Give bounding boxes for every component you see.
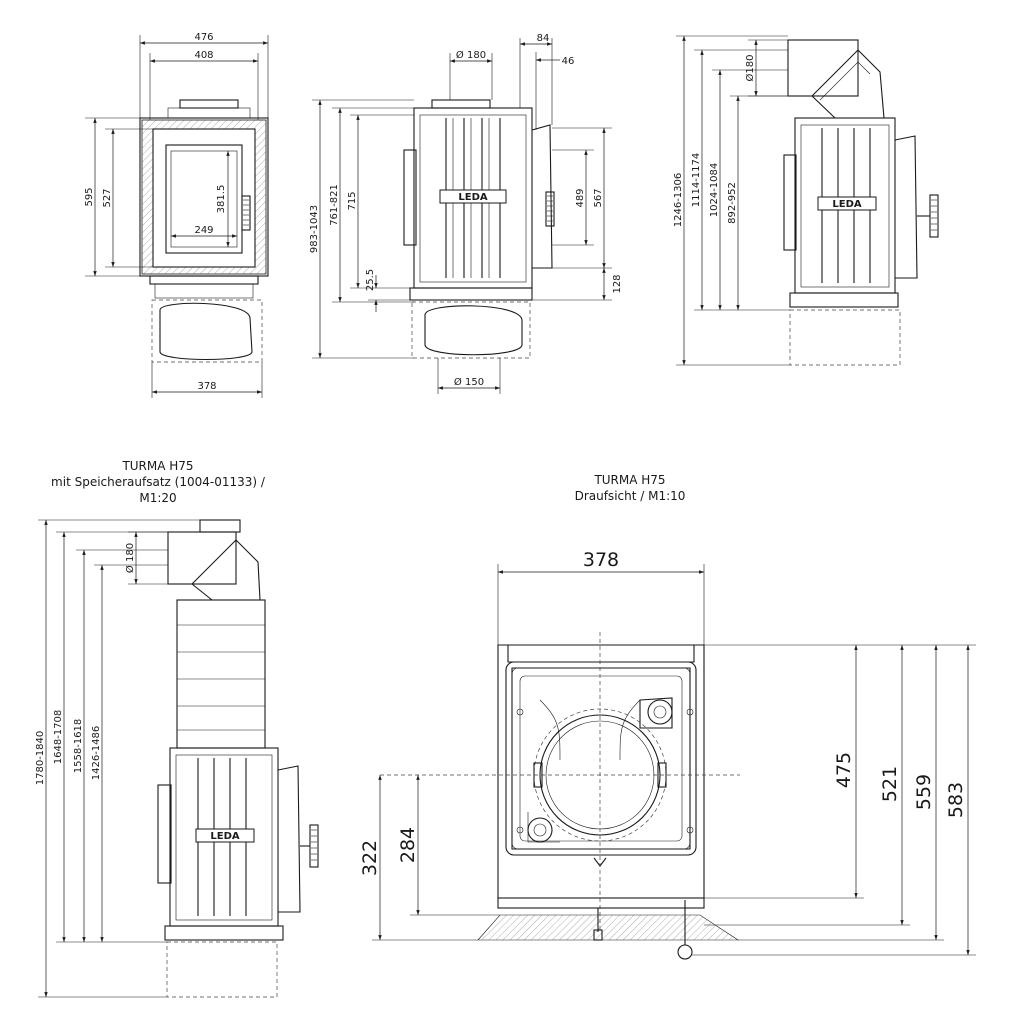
dim-base-width: 378 bbox=[197, 381, 216, 392]
dim-body-height: 715 bbox=[347, 191, 358, 210]
dim-pipe-diameter: Ø180 bbox=[744, 55, 756, 82]
dim-offset-84: 84 bbox=[537, 33, 550, 44]
logo-leda-3: LEDA bbox=[210, 831, 240, 842]
dim-h3: 1024-1084 bbox=[709, 163, 720, 218]
logo-leda-2: LEDA bbox=[832, 199, 862, 210]
storage-attachment-view: TURMA H75 mit Speicheraufsatz (1004-0113… bbox=[35, 459, 319, 998]
dim-glass-width: 249 bbox=[194, 225, 213, 236]
dim-glass-height: 381.5 bbox=[216, 185, 227, 214]
dim-inner-height: 527 bbox=[102, 188, 113, 207]
dim-h2-storage: 1648-1708 bbox=[53, 710, 64, 765]
view5-title-line1: TURMA H75 bbox=[593, 473, 665, 487]
side-view-elbow: LEDA Ø180 1246-1306 1114-1174 1024-1084 … bbox=[673, 35, 939, 366]
dim-inner-width: 408 bbox=[194, 50, 213, 61]
view5-title-line2: Draufsicht / M1:10 bbox=[575, 489, 686, 503]
dim-low-height: 128 bbox=[612, 274, 623, 293]
dim-depth-559: 559 bbox=[913, 774, 935, 810]
dim-h1-storage: 1780-1840 bbox=[35, 731, 46, 786]
dim-outer-width: 476 bbox=[194, 32, 213, 43]
dim-door-height: 489 bbox=[575, 188, 586, 207]
logo-leda: LEDA bbox=[458, 192, 488, 203]
dim-h3-storage: 1558-1618 bbox=[73, 719, 84, 774]
dim-top-diameter: Ø 180 bbox=[456, 49, 486, 61]
dim-bottom-diameter: Ø 150 bbox=[454, 376, 484, 388]
dim-h4: 892-952 bbox=[727, 182, 738, 224]
dim-top-width: 378 bbox=[583, 549, 619, 571]
view4-title-line3: M1:20 bbox=[139, 491, 176, 505]
view4-title-line1: TURMA H75 bbox=[121, 459, 193, 473]
dim-center-284: 284 bbox=[397, 827, 419, 863]
dim-pipe-diameter-2: Ø 180 bbox=[124, 543, 136, 573]
dim-center-322: 322 bbox=[359, 840, 381, 876]
dim-depth-475: 475 bbox=[833, 752, 855, 788]
dim-depth-583: 583 bbox=[945, 782, 967, 818]
dim-h1: 1246-1306 bbox=[673, 173, 684, 228]
dim-outer-height: 595 bbox=[84, 187, 95, 206]
dim-side-height: 567 bbox=[593, 188, 604, 207]
view4-title-line2: mit Speicheraufsatz (1004-01133) / bbox=[51, 475, 266, 489]
dim-foot-height: 25.5 bbox=[365, 269, 376, 291]
dim-depth-521: 521 bbox=[879, 766, 901, 802]
dim-total-height: 983-1043 bbox=[309, 205, 320, 253]
side-view: LEDA Ø 180 84 46 983-1043 761-821 bbox=[309, 33, 623, 394]
dim-mid-height: 761-821 bbox=[329, 184, 340, 226]
front-view: 476 408 595 527 381.5 249 378 bbox=[84, 32, 269, 398]
top-view: TURMA H75 Draufsicht / M1:10 bbox=[359, 473, 976, 960]
dim-offset-46: 46 bbox=[562, 56, 575, 67]
dim-h4-storage: 1426-1486 bbox=[91, 726, 102, 781]
dim-h2: 1114-1174 bbox=[691, 153, 702, 208]
